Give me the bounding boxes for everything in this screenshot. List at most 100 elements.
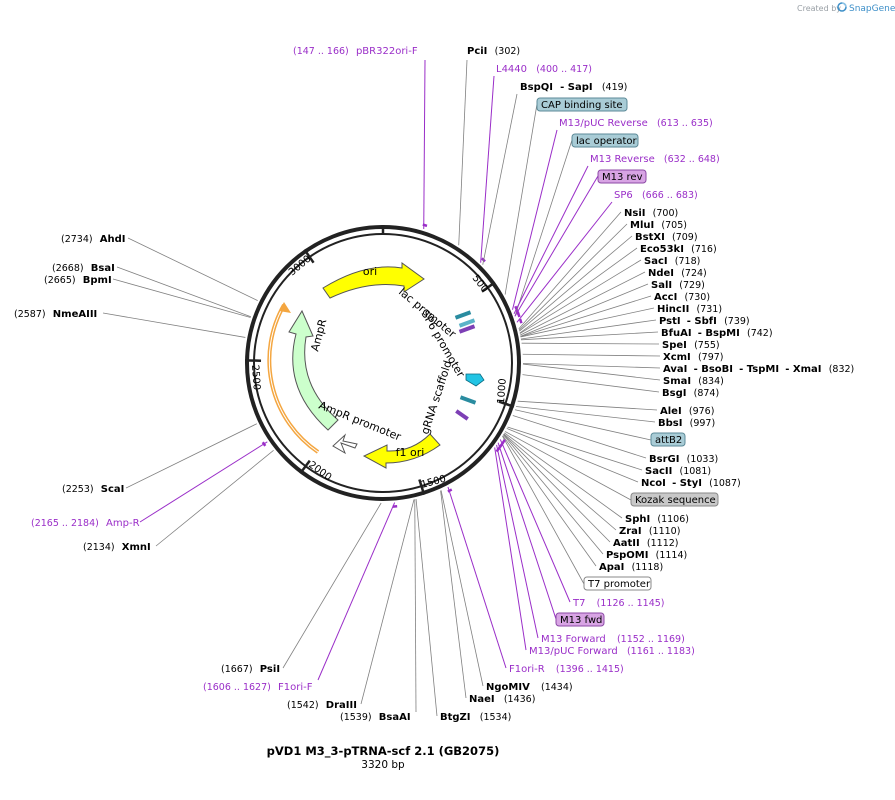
site-label[interactable]: (1542) DraIII — [287, 700, 357, 711]
site-label[interactable]: BsgI (874) — [662, 388, 719, 399]
leader-line — [440, 490, 467, 699]
site-label[interactable]: SacI (718) — [644, 256, 700, 267]
leader-line — [519, 259, 642, 334]
tick-label-2500: 2500 — [249, 364, 262, 390]
site-label[interactable]: BstXI (709) — [635, 232, 698, 243]
primer-site-mark — [516, 312, 521, 318]
leader-line — [516, 406, 656, 423]
leader-line — [516, 201, 613, 323]
leader-line — [521, 331, 659, 341]
site-label[interactable]: (2134) XmnI — [83, 542, 151, 553]
feature-box-cap-binding-site[interactable]: CAP binding site — [536, 97, 628, 112]
leader-line — [514, 139, 573, 317]
leader-line — [522, 374, 660, 393]
leader-line — [520, 271, 646, 336]
site-label[interactable]: ApaI (1118) — [599, 562, 663, 573]
primer-label[interactable]: (147 .. 166) pBR322ori-F — [293, 46, 418, 57]
primer-label[interactable]: L4440 (400 .. 417) — [496, 64, 592, 75]
feature-box-m13-fwd[interactable]: M13 fwd — [555, 612, 605, 627]
leader-line — [102, 312, 246, 338]
primer-site-mark — [501, 439, 506, 445]
feature-box-t7-promoter[interactable]: T7 promoter — [583, 576, 652, 591]
site-label[interactable]: SalI (729) — [651, 280, 705, 291]
leader-line — [414, 499, 417, 713]
svg-text:attB2: attB2 — [655, 435, 682, 446]
svg-text:T7 promoter: T7 promoter — [587, 579, 651, 590]
feature-label-ori: ori — [363, 265, 377, 278]
leader-line — [447, 486, 507, 669]
site-label[interactable]: HincII (731) — [657, 304, 722, 315]
feature-ori[interactable]: ori — [322, 262, 425, 299]
primer-label[interactable]: M13 Reverse (632 .. 648) — [590, 154, 720, 165]
tick-label-1000: 1000 — [496, 378, 509, 404]
site-label[interactable]: (1539) BsaAI — [340, 712, 411, 723]
site-label[interactable]: AvaI - BsoBI - TspMI - XmaI (832) — [663, 364, 854, 375]
leader-line — [480, 75, 495, 263]
position-ticks — [245, 225, 515, 496]
site-label[interactable]: (2665) BpmI — [44, 275, 112, 286]
svg-text:CAP binding site: CAP binding site — [541, 100, 623, 111]
site-label[interactable]: XcmI (797) — [663, 352, 724, 363]
site-label[interactable]: BbsI (997) — [658, 418, 715, 429]
site-label[interactable]: BtgZI (1534) — [440, 712, 511, 723]
feature-box-kozak-sequence[interactable]: Kozak sequence — [630, 492, 719, 507]
leader-line — [522, 353, 661, 357]
site-label[interactable]: SpeI (755) — [662, 340, 720, 351]
tick-mark — [498, 400, 515, 408]
site-label[interactable]: NcoI - StyI (1087) — [641, 478, 741, 489]
site-label[interactable]: ZraI (1110) — [619, 526, 680, 537]
site-label[interactable]: PstI - SbfI (739) — [659, 316, 750, 327]
snapgene-logo-icon — [837, 2, 847, 12]
site-label[interactable]: (1667) PsiI — [221, 664, 280, 675]
site-label[interactable]: (2587) NmeAIII — [14, 309, 97, 320]
site-label[interactable]: BspQI - SapI (419) — [520, 82, 627, 93]
leader-line — [512, 129, 558, 310]
site-label[interactable]: NdeI (724) — [648, 268, 707, 279]
leader-line — [139, 441, 268, 523]
leader-line — [522, 363, 661, 369]
feature-box-attb2[interactable]: attB2 — [650, 432, 686, 447]
primer-label[interactable]: F1ori-R (1396 .. 1415) — [509, 664, 624, 675]
feature-box-lac-operator[interactable]: lac operator — [571, 133, 639, 148]
primer-label[interactable]: SP6 (666 .. 683) — [614, 190, 698, 201]
leader-line — [504, 431, 632, 501]
site-label[interactable]: AleI (976) — [660, 406, 714, 417]
site-label[interactable]: (2668) BsaI — [52, 263, 115, 274]
site-label[interactable]: AatII (1112) — [613, 538, 679, 549]
tick-mark — [481, 281, 496, 293]
site-label[interactable]: SmaI (834) — [663, 376, 724, 387]
svg-text:M13 fwd: M13 fwd — [560, 615, 602, 626]
primer-site-mark — [447, 488, 453, 493]
site-label[interactable]: (2253) ScaI — [62, 484, 124, 495]
site-label[interactable]: Eco53kI (716) — [640, 244, 717, 255]
site-label[interactable]: NgoMIV (1434) — [486, 682, 573, 693]
site-label[interactable]: AccI (730) — [654, 292, 710, 303]
site-label[interactable]: PspOMI (1114) — [606, 550, 687, 561]
site-label[interactable]: NaeI (1436) — [469, 694, 535, 705]
feature-f1-ori[interactable]: f1 ori — [362, 433, 441, 469]
leader-line — [494, 447, 527, 651]
primer-label[interactable]: (1606 .. 1627) F1ori-F — [203, 682, 313, 693]
feature-grna-scaffold[interactable]: gRNA scaffold — [418, 359, 477, 436]
leader-line — [360, 499, 415, 705]
primer-label[interactable]: T7 (1126 .. 1145) — [572, 598, 665, 609]
leader-line — [504, 103, 538, 295]
leader-line — [127, 237, 258, 301]
site-label[interactable]: PciI (302) — [467, 46, 520, 57]
feature-label-f1-ori: f1 ori — [396, 446, 425, 459]
tick-mark — [303, 248, 315, 264]
feature-box-m13-rev[interactable]: M13 rev — [597, 169, 647, 184]
primer-label[interactable]: M13/pUC Reverse (613 .. 635) — [559, 118, 713, 129]
site-label[interactable]: BsrGI (1033) — [649, 454, 718, 465]
primer-label[interactable]: M13/pUC Forward (1161 .. 1183) — [529, 646, 695, 657]
site-label[interactable]: (2734) AhdI — [61, 234, 126, 245]
site-label[interactable]: BfuAI - BspMI (742) — [661, 328, 773, 339]
leader-line — [512, 415, 647, 459]
site-label[interactable]: SacII (1081) — [645, 466, 711, 477]
site-label[interactable]: MluI (705) — [630, 220, 687, 231]
primer-label[interactable]: (2165 .. 2184) Amp-R — [31, 518, 140, 529]
leader-line — [282, 502, 382, 669]
site-label[interactable]: NsiI (700) — [624, 208, 678, 219]
site-label[interactable]: SphI (1106) — [625, 514, 689, 525]
primer-label[interactable]: M13 Forward (1152 .. 1169) — [541, 634, 685, 645]
